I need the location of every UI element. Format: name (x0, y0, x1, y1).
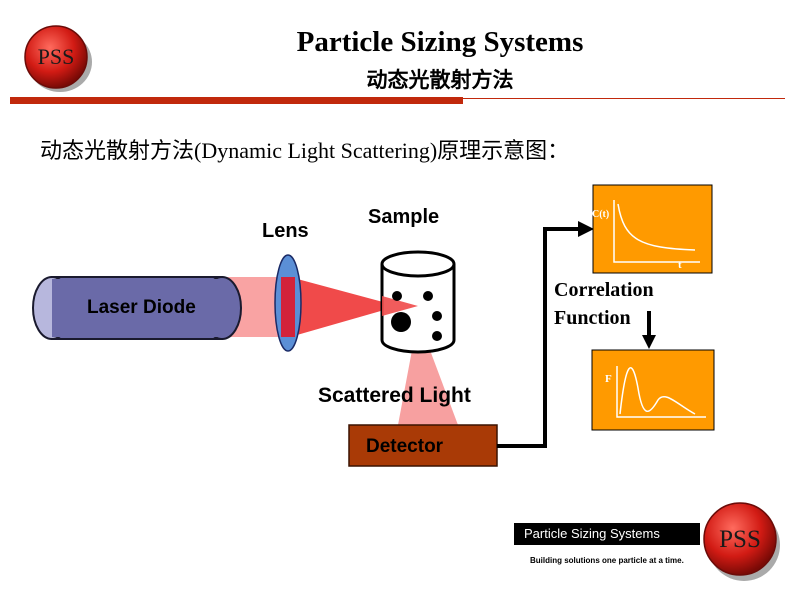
correlation-label-line1: Correlation (554, 279, 654, 301)
particle (432, 311, 442, 321)
detector-box (348, 424, 498, 467)
detector-label: Detector (366, 436, 444, 457)
distribution-graph (591, 349, 715, 431)
correlation-label-line2: Function (554, 307, 631, 329)
transform-arrow-head (642, 335, 656, 349)
laser-diode (32, 276, 242, 340)
particle (391, 312, 411, 332)
header-divider-thick (10, 97, 463, 104)
header-divider-thin (463, 98, 785, 99)
correlation-x-axis-label: t (678, 259, 682, 271)
pss-footer-logo: PSS (703, 502, 780, 581)
particle (423, 291, 433, 301)
footer-tagline: Building solutions one particle at a tim… (530, 556, 684, 565)
logo-text: PSS (38, 44, 75, 69)
correlation-graph (592, 184, 713, 274)
sample-cuvette (380, 250, 456, 354)
particle (432, 331, 442, 341)
signal-line (497, 227, 582, 448)
scattered-light-label: Scattered Light (318, 384, 471, 407)
distribution-y-axis-label: F (605, 373, 612, 385)
page-title: Particle Sizing Systems (296, 26, 584, 58)
diagram-heading: 动态光散射方法(Dynamic Light Scattering)原理示意图： (40, 138, 570, 163)
pss-logo: PSS (24, 25, 92, 92)
correlation-y-axis-label: C(t) (592, 209, 610, 220)
particle (392, 291, 402, 301)
footer-company-bar: Particle Sizing Systems (514, 523, 700, 545)
lens-beam-overlap (281, 277, 295, 337)
page-subtitle: 动态光散射方法 (366, 68, 514, 92)
signal-arrow-head (578, 221, 594, 237)
laser-diode-label: Laser Diode (87, 297, 196, 318)
focused-beam (290, 277, 398, 337)
footer-logo-text: PSS (719, 526, 761, 553)
sample-label: Sample (368, 206, 440, 228)
lens-label: Lens (262, 220, 309, 242)
